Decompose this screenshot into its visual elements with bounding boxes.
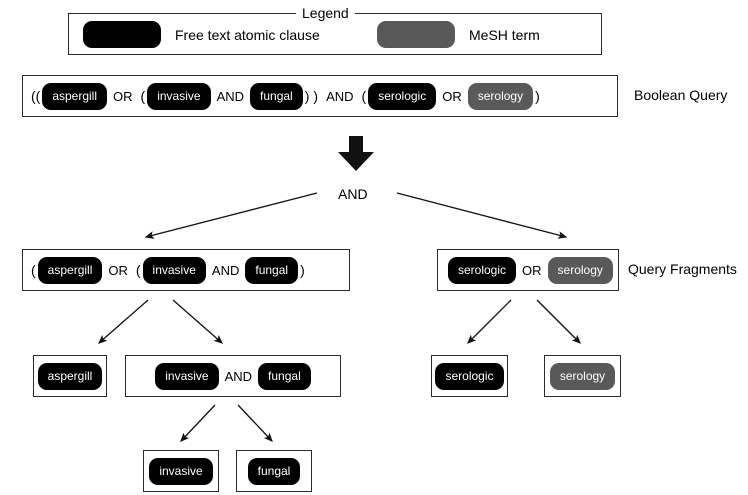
node-invasive-and-fungal-box[interactable]: invasive AND fungal: [125, 355, 341, 397]
root-operator-and: AND: [338, 186, 368, 202]
mesh-term-pill-serology[interactable]: serology: [467, 82, 534, 110]
parenthesis: (: [31, 262, 36, 278]
edge-node-to-leaf-fungal: [237, 404, 273, 442]
edge-right-fragment-to-serology: [536, 299, 581, 344]
parenthesis: ): [304, 88, 310, 104]
free-text-pill-fungal[interactable]: fungal: [247, 457, 301, 485]
parenthesis: (: [361, 88, 367, 104]
free-text-pill-invasive[interactable]: invasive: [142, 256, 206, 284]
leaf-invasive-box[interactable]: invasive: [143, 450, 219, 492]
free-text-pill-aspergill[interactable]: aspergill: [42, 82, 108, 110]
free-text-pill-aspergill[interactable]: aspergill: [37, 256, 103, 284]
node-serology-box[interactable]: serology: [544, 355, 621, 397]
free-text-pill-fungal[interactable]: fungal: [245, 256, 299, 284]
operator-and: AND: [216, 88, 245, 104]
free-text-pill-fungal[interactable]: fungal: [258, 362, 311, 390]
legend-free-text-label: Free text atomic clause: [175, 27, 320, 43]
edge-root-to-left-fragment: [144, 192, 318, 239]
operator-and: AND: [211, 262, 240, 278]
free-text-pill-invasive[interactable]: invasive: [149, 457, 213, 485]
edge-left-fragment-to-aspergill: [98, 299, 149, 344]
parenthesis: ((: [31, 88, 41, 104]
edge-right-fragment-to-serologic: [467, 299, 512, 344]
node-serologic-box[interactable]: serologic: [431, 355, 508, 397]
free-text-pill-fungal[interactable]: fungal: [250, 82, 303, 110]
operator-or: OR: [442, 88, 462, 104]
operator-or: OR: [522, 262, 542, 278]
operator-or: OR: [113, 88, 133, 104]
boolean-query-row-label: Boolean Query: [634, 87, 728, 103]
operator-and: AND: [224, 368, 253, 384]
thick-down-arrow-icon: [337, 136, 375, 172]
parenthesis: ): [313, 88, 319, 104]
free-text-pill-invasive[interactable]: invasive: [147, 82, 211, 110]
mesh-term-pill-serology[interactable]: serology: [547, 256, 613, 284]
legend-title: Legend: [296, 5, 355, 21]
edge-root-to-right-fragment: [396, 192, 568, 239]
free-text-pill-aspergill[interactable]: aspergill: [37, 362, 103, 390]
mesh-term-pill-serology[interactable]: serology: [549, 362, 616, 390]
free-text-pill-serologic[interactable]: serologic: [368, 82, 437, 110]
edge-left-fragment-to-invasive-and-fungal: [172, 299, 223, 344]
parenthesis: ): [300, 262, 305, 278]
parenthesis: (: [135, 262, 141, 278]
operator-or: OR: [108, 262, 128, 278]
edge-node-to-leaf-invasive: [180, 404, 216, 442]
query-fragments-row-label: Query Fragments: [628, 261, 737, 277]
free-text-pill-serologic[interactable]: serologic: [448, 256, 517, 284]
legend-mesh-swatch: [377, 21, 455, 48]
parenthesis: ): [535, 88, 540, 104]
legend-free-text-swatch: [83, 21, 161, 48]
query-fragment-right-box[interactable]: serologic OR serology: [437, 249, 619, 291]
parenthesis: (: [140, 88, 146, 104]
legend-mesh-label: MeSH term: [469, 27, 540, 43]
free-text-pill-serologic[interactable]: serologic: [435, 362, 504, 390]
leaf-fungal-box[interactable]: fungal: [236, 450, 312, 492]
operator-and: AND: [326, 88, 354, 104]
node-aspergill-box[interactable]: aspergill: [33, 355, 107, 397]
free-text-pill-invasive[interactable]: invasive: [155, 362, 219, 390]
